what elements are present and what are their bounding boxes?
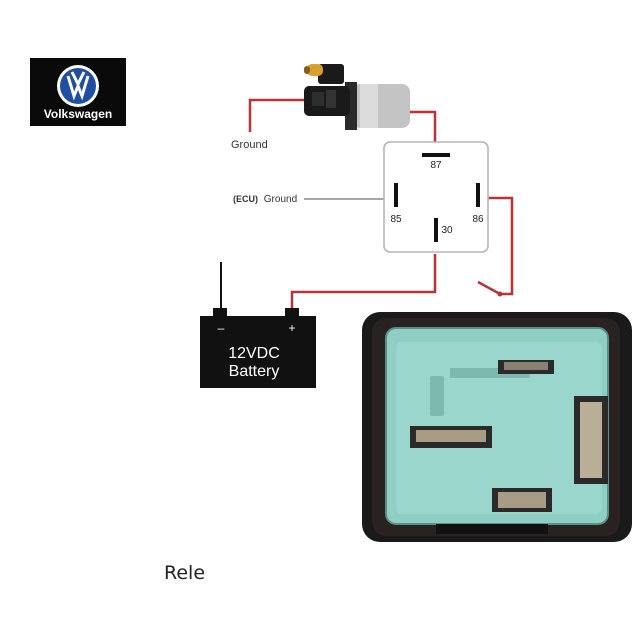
battery-icon: – + 12VDC Battery (200, 262, 316, 388)
pin85-bar (394, 183, 398, 207)
pin86-wire (487, 196, 514, 296)
ecu-prefix: (ECU) (233, 194, 258, 204)
battery-plus: + (288, 321, 295, 335)
ecu-ground-text: Ground (264, 194, 297, 205)
relay-photo (362, 312, 632, 542)
pin30-bar (434, 218, 438, 242)
pin86-bar (476, 183, 480, 207)
pin30-label: 30 (441, 225, 453, 236)
switch-contact (497, 291, 503, 297)
pump-ground-wire (248, 98, 305, 132)
volkswagen-logo: Volkswagen (30, 58, 126, 126)
fuel-pump-icon (304, 64, 410, 130)
battery-minus: – (218, 321, 225, 335)
wires (248, 98, 514, 316)
pin87-label: 87 (430, 160, 442, 171)
relay-schematic: 87 85 86 30 (383, 141, 489, 253)
caption-rele: Rele (164, 562, 206, 584)
pin86-label: 86 (472, 214, 484, 225)
battery-label: Battery (229, 363, 280, 380)
volkswagen-logo-text: Volkswagen (44, 107, 112, 121)
pin85-label: 85 (390, 214, 402, 225)
pin30-wire (290, 254, 437, 316)
ecu-ground-label: (ECU) Ground (233, 194, 297, 205)
ground-label: Ground (231, 139, 268, 151)
pin87-bar (422, 153, 450, 157)
battery-voltage: 12VDC (228, 345, 280, 362)
pump-to-87-wire (405, 110, 437, 142)
switch-lever (477, 280, 501, 296)
